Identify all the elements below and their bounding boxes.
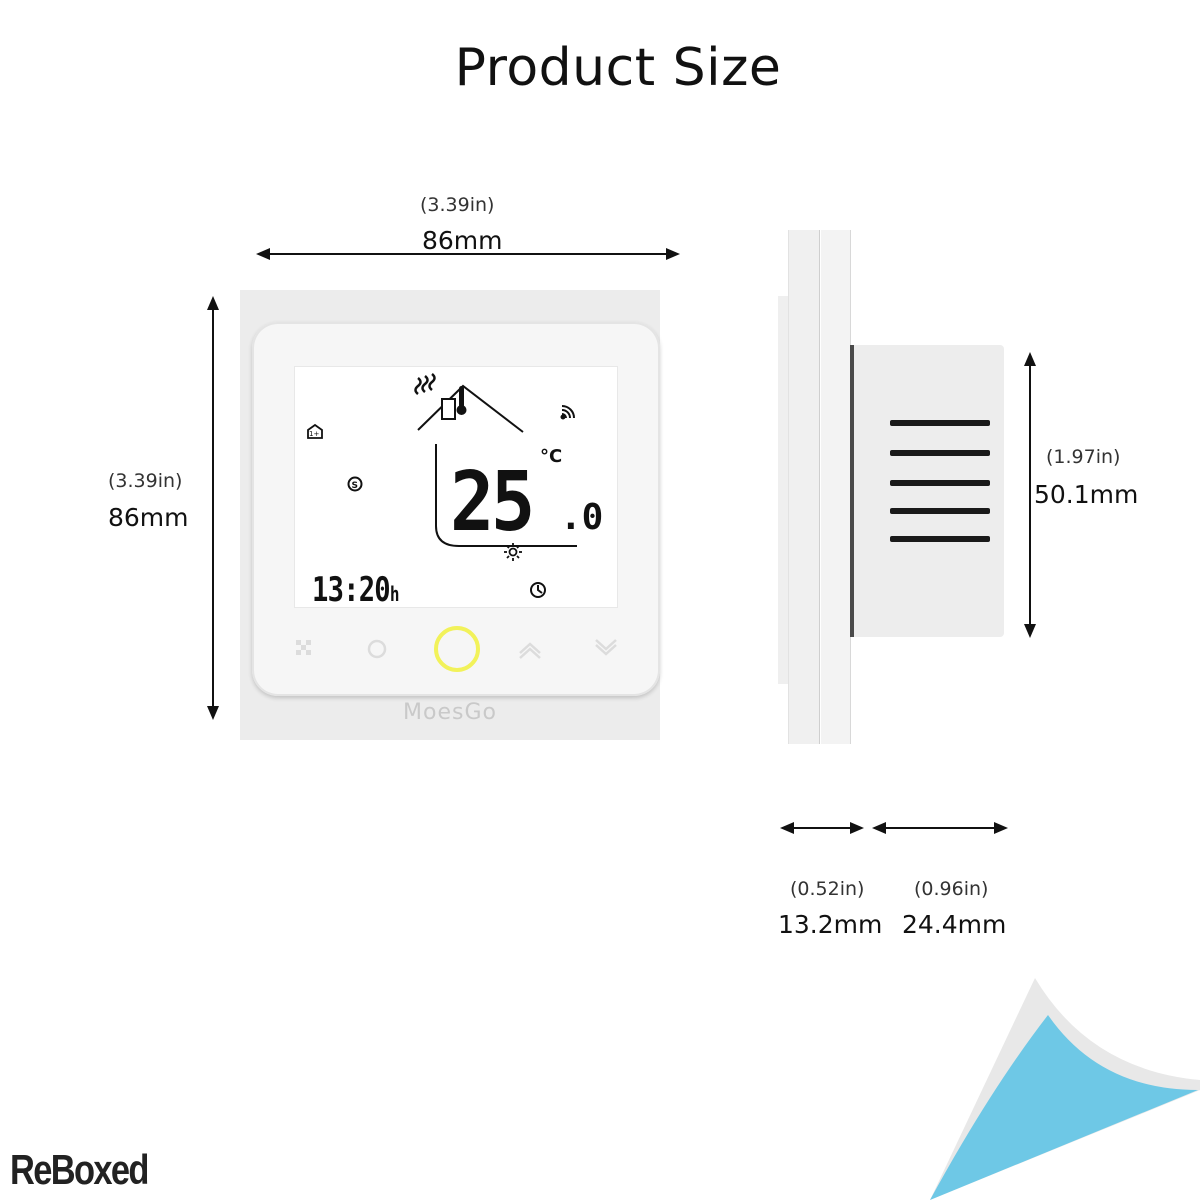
svg-text:1+: 1+ xyxy=(309,430,319,438)
plate-thickness-inches: (0.52in) xyxy=(790,878,865,900)
lcd-temperature-value: 25 xyxy=(450,455,535,550)
down-button[interactable] xyxy=(595,639,617,656)
side-wall-lip xyxy=(778,296,788,684)
box-depth-arrow xyxy=(872,822,1008,834)
economy-icon: S xyxy=(347,476,363,492)
front-width-arrow xyxy=(256,248,680,260)
touch-button-row xyxy=(296,626,617,672)
clock-icon xyxy=(530,582,546,598)
page-title: Product Size xyxy=(454,38,782,98)
lcd-time-value: 13:20 xyxy=(312,570,391,610)
power-button[interactable] xyxy=(434,626,480,672)
vent-slot xyxy=(890,508,990,514)
vent-slot xyxy=(890,480,990,486)
front-width-inches: (3.39in) xyxy=(420,194,495,216)
front-width-mm: 86mm xyxy=(422,226,503,255)
front-height-arrow xyxy=(207,296,219,720)
clock-button[interactable] xyxy=(367,639,387,659)
box-depth-inches: (0.96in) xyxy=(914,878,989,900)
side-backbox xyxy=(850,345,1004,637)
side-plate-front xyxy=(821,230,851,744)
sun-icon xyxy=(504,543,522,561)
page-curl-icon xyxy=(930,978,1200,1200)
side-height-mm: 50.1mm xyxy=(1034,480,1139,509)
reboxed-logo: ReBoxed xyxy=(10,1146,149,1193)
vent-slot xyxy=(890,420,990,426)
front-height-inches: (3.39in) xyxy=(108,470,183,492)
house-outline xyxy=(417,384,577,547)
thermometer-icon xyxy=(456,386,467,415)
up-button[interactable] xyxy=(519,642,541,659)
svg-text:S: S xyxy=(352,481,358,491)
wifi-signal-icon xyxy=(560,405,575,420)
home-schedule-icon: 1+ xyxy=(307,423,323,439)
lcd-graphics: 1+ S xyxy=(307,373,577,598)
plate-thickness-arrow xyxy=(780,822,864,834)
vent-slot xyxy=(890,450,990,456)
menu-button[interactable] xyxy=(296,640,311,655)
vent-slot xyxy=(890,536,990,542)
heat-waves-icon xyxy=(414,373,436,395)
side-plate-back xyxy=(788,230,820,744)
side-height-inches: (1.97in) xyxy=(1046,446,1121,468)
brand-label: MoesGo xyxy=(403,700,497,725)
lcd-time-suffix: h xyxy=(389,582,400,606)
lcd-time: 13:20h xyxy=(312,570,400,610)
lcd-temperature-decimal: .0 xyxy=(560,497,604,538)
box-depth-mm: 24.4mm xyxy=(902,910,1007,939)
side-height-arrow xyxy=(1024,352,1036,638)
front-height-mm: 86mm xyxy=(108,503,189,532)
plate-thickness-mm: 13.2mm xyxy=(778,910,883,939)
lcd-temperature-unit: °C xyxy=(540,446,563,467)
